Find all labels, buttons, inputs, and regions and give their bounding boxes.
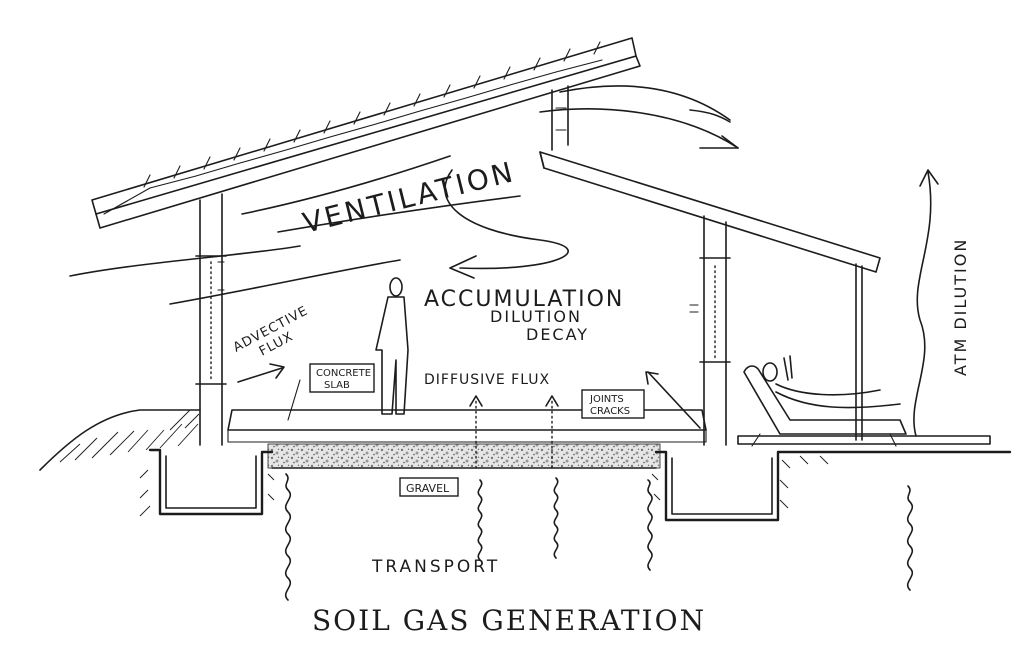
label-slab: SLAB xyxy=(324,380,350,391)
footings xyxy=(139,448,1012,522)
label-atm-dilution: ATM DILUTION xyxy=(951,238,970,376)
label-dilution: DILUTION xyxy=(490,307,582,326)
left-wall xyxy=(195,193,227,446)
joints-cracks-tag xyxy=(581,389,645,419)
gravel-bed xyxy=(267,443,661,469)
right-wall xyxy=(689,215,863,446)
label-joints: JOINTS xyxy=(589,394,624,405)
label-cracks: CRACKS xyxy=(590,406,630,417)
atm-dilution-arrow xyxy=(913,169,939,437)
label-decay: DECAY xyxy=(526,325,589,344)
ventilation-airflow xyxy=(69,85,739,305)
ground-left xyxy=(39,409,201,471)
lounge-chair-icon xyxy=(743,365,907,447)
porch-deck xyxy=(737,435,991,445)
label-soil-gas-generation: SOIL GAS GENERATION xyxy=(312,604,706,637)
wavy-gas-arrow-icon xyxy=(284,473,914,601)
concrete-slab-tag xyxy=(309,363,375,393)
concrete-slab xyxy=(227,409,707,443)
reclining-person-icon xyxy=(762,355,901,409)
label-diffusive-flux: DIFFUSIVE FLUX xyxy=(424,372,550,388)
joints-cracks-arrow xyxy=(287,371,701,429)
diffusive-flux-arrows xyxy=(469,395,559,469)
label-transport: TRANSPORT xyxy=(371,557,500,577)
lower-roof xyxy=(539,151,881,273)
label-gravel: GRAVEL xyxy=(406,482,450,495)
advective-flux-arrow xyxy=(237,363,285,383)
interior-wall-right xyxy=(551,85,569,151)
main-roof xyxy=(91,37,641,229)
gravel-tag xyxy=(399,477,459,497)
label-concrete: CONCRETE xyxy=(316,368,371,379)
standing-person-icon xyxy=(375,277,409,415)
label-accumulation: ACCUMULATION xyxy=(424,287,624,312)
label-ventilation: VENTILATION xyxy=(299,155,518,240)
